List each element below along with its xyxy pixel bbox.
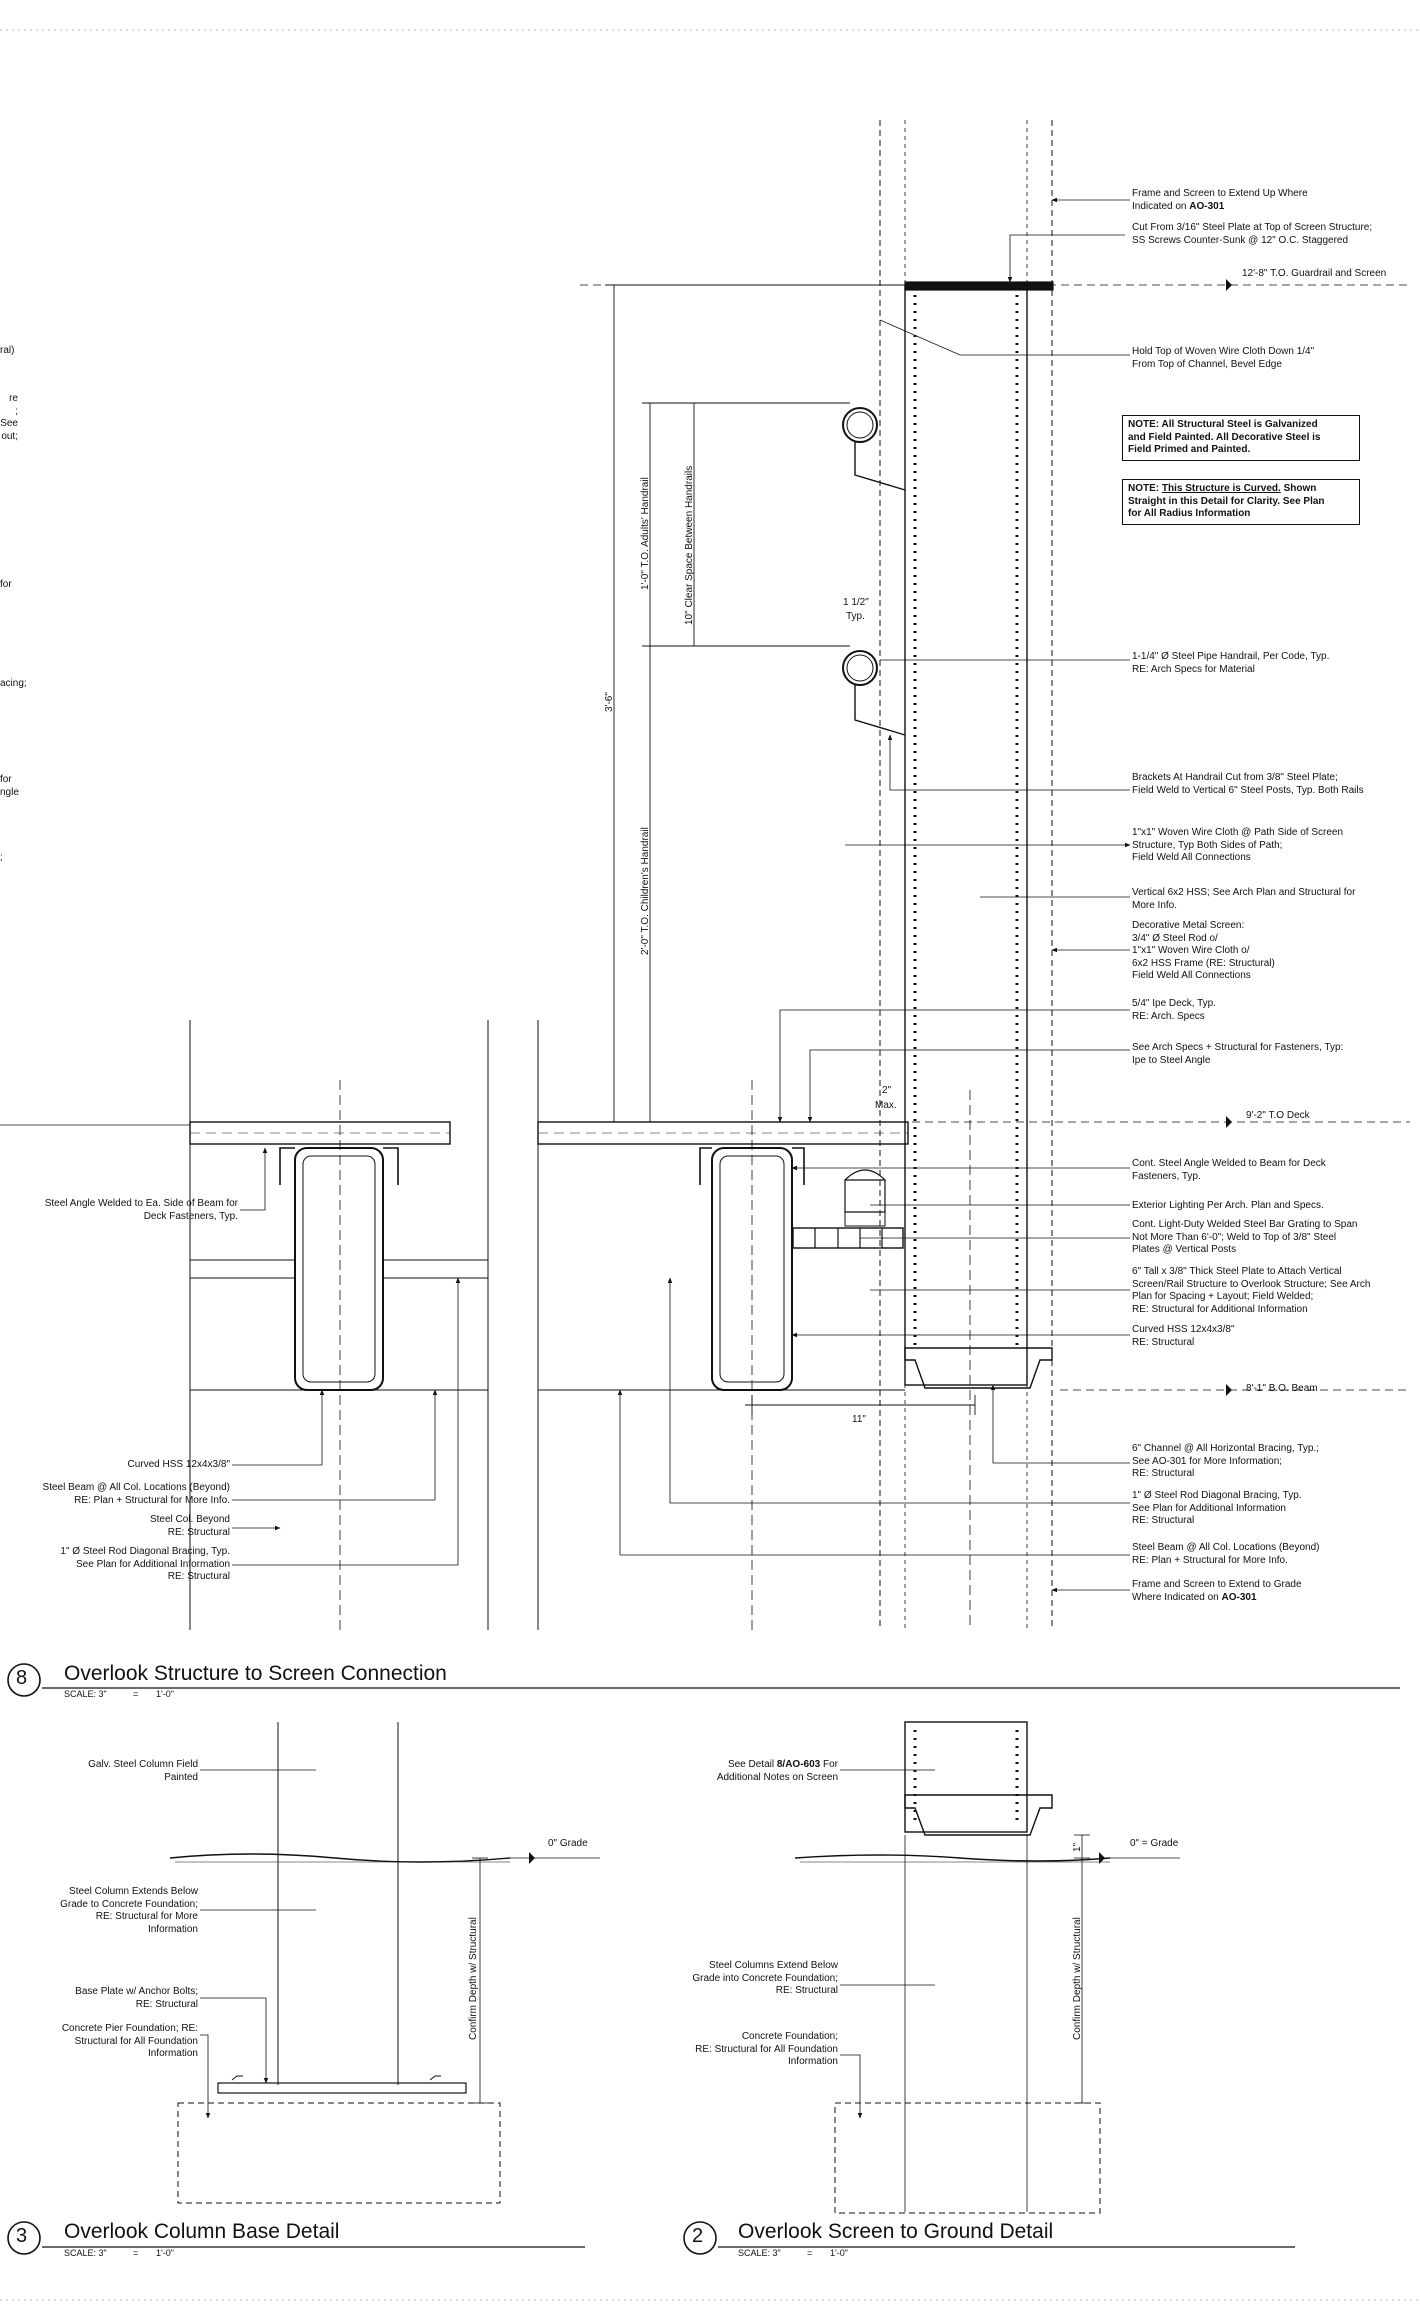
- elev-guardrail: 12'-8" T.O. Guardrail and Screen: [1242, 268, 1387, 279]
- dim-max-value: 2": [882, 1085, 892, 1096]
- detail-2-scale-eq: =: [807, 2248, 813, 2258]
- detail-3-geometry: [169, 1722, 511, 2204]
- note-fragment-6: ;: [0, 852, 3, 863]
- note-fragment-4: acing;: [0, 678, 27, 689]
- note-rod-bracing-left: 1" Ø Steel Rod Diagonal Bracing, Typ. Se…: [60, 1546, 230, 1582]
- leader-lines-right: [617, 197, 1131, 1593]
- detail-2-title: Overlook Screen to Ground Detail: [738, 2220, 1054, 2243]
- d2-note-columns-below: Steel Columns Extend Below Grade into Co…: [692, 1960, 838, 1996]
- note-frame-extend-grade: Frame and Screen to Extend to Grade Wher…: [1132, 1579, 1302, 1603]
- note-steel-beam-right: Steel Beam @ All Col. Locations (Beyond)…: [1132, 1542, 1320, 1566]
- note-steel-beam-left: Steel Beam @ All Col. Locations (Beyond)…: [42, 1482, 230, 1506]
- d3-note-base-plate: Base Plate w/ Anchor Bolts; RE: Structur…: [75, 1986, 198, 2010]
- note-fragment-5: for ngle: [0, 774, 19, 798]
- note-box-galvanized: NOTE: All Structural Steel is Galvanized…: [1122, 415, 1360, 461]
- detail-2-scale-label: SCALE: 3": [738, 2248, 781, 2258]
- note-fragment-3: for: [0, 579, 12, 590]
- d3-note-pier: Concrete Pier Foundation; RE: Structural…: [61, 2023, 198, 2059]
- d3-note-column-below: Steel Column Extends Below Grade to Conc…: [60, 1886, 198, 1935]
- detail-8-bubble: [7, 1663, 41, 1697]
- note-angle-welded: Steel Angle Welded to Ea. Side of Beam f…: [44, 1198, 238, 1222]
- note-steel-plate: 6" Tall x 3/8" Thick Steel Plate to Atta…: [1132, 1266, 1371, 1315]
- note-decorative-screen: Decorative Metal Screen: 3/4" Ø Steel Ro…: [1132, 920, 1275, 981]
- leader-lines-d3: [200, 1769, 316, 2119]
- note-rod-bracing-right: 1" Ø Steel Rod Diagonal Bracing, Typ. Se…: [1132, 1490, 1302, 1526]
- note-ipe-deck: 5/4" Ipe Deck, Typ. RE: Arch. Specs: [1132, 998, 1216, 1022]
- note-fragment-2: re ; See out;: [0, 393, 18, 442]
- note-cont-angle: Cont. Steel Angle Welded to Beam for Dec…: [1132, 1158, 1326, 1182]
- note-handrail: 1-1/4" Ø Steel Pipe Handrail, Per Code, …: [1132, 651, 1330, 675]
- elev-grade-right: 0" = Grade: [1130, 1838, 1179, 1849]
- detail-8-scale-eq: =: [133, 1689, 139, 1699]
- dim-typ-label: Typ.: [846, 611, 865, 622]
- note-curved-hss-right: Curved HSS 12x4x3/8" RE: Structural: [1132, 1324, 1235, 1348]
- note-steel-col: Steel Col. Beyond RE: Structural: [149, 1514, 230, 1538]
- dim-clear-label: 10" Clear Space Between Handrails: [684, 466, 695, 625]
- dim-offset-label: 11": [852, 1414, 866, 1425]
- elev-deck: 9'-2" T.O Deck: [1246, 1110, 1310, 1121]
- detail-3-number: 3: [16, 2225, 28, 2247]
- d2-note-foundation: Concrete Foundation; RE: Structural for …: [695, 2031, 838, 2067]
- detail-8-title: Overlook Structure to Screen Connection: [64, 1662, 447, 1685]
- note-fragment-1: ral): [0, 345, 15, 356]
- detail-2-number: 2: [692, 2225, 704, 2247]
- note-box-curved: NOTE: This Structure is Curved. Shown St…: [1122, 479, 1360, 525]
- leader-lines-left: [232, 1147, 461, 1566]
- note-grating: Cont. Light-Duty Welded Steel Bar Gratin…: [1132, 1219, 1358, 1255]
- d2-note-see-detail: See Detail 8/AO-603 For Additional Notes…: [716, 1759, 838, 1783]
- d2-grade-dim: 1": [1072, 1842, 1083, 1852]
- detail-8-scale-value: 1'-0": [156, 1689, 174, 1699]
- elevation-lines: [0, 284, 1410, 1391]
- detail-2-geometry: [794, 1721, 1111, 2214]
- dimension-lines: [605, 284, 976, 1415]
- d2-confirm-depth: Confirm Depth w/ Structural: [1072, 1917, 1083, 2040]
- detail-2-bubble: [683, 2221, 717, 2255]
- detail-8-scale-label: SCALE: 3": [64, 1689, 107, 1699]
- detail-3-scale-value: 1'-0": [156, 2248, 174, 2258]
- note-cut-plate: Cut From 3/16" Steel Plate at Top of Scr…: [1132, 222, 1373, 246]
- note-hold-wire-cloth: Hold Top of Woven Wire Cloth Down 1/4" F…: [1132, 346, 1315, 370]
- detail-2-scale-value: 1'-0": [830, 2248, 848, 2258]
- note-curved-hss-left: Curved HSS 12x4x3/8": [127, 1459, 231, 1470]
- detail-3-bubble: [7, 2221, 41, 2255]
- note-lighting: Exterior Lighting Per Arch. Plan and Spe…: [1132, 1200, 1324, 1211]
- detail-3-title: Overlook Column Base Detail: [64, 2220, 340, 2243]
- d3-note-column: Galv. Steel Column Field Painted: [88, 1759, 198, 1783]
- dim-max-label: Max.: [875, 1100, 897, 1111]
- note-frame-extend-up: Frame and Screen to Extend Up Where Indi…: [1132, 188, 1308, 212]
- d3-confirm-depth: Confirm Depth w/ Structural: [468, 1917, 479, 2040]
- dim-children-label: 2'-0" T.O. Children's Handrail: [640, 827, 651, 955]
- note-fasteners: See Arch Specs + Structural for Fastener…: [1132, 1042, 1344, 1066]
- elev-grade-left: 0" Grade: [548, 1838, 588, 1849]
- dim-adults-label: 1'-0" T.O. Adults' Handrail: [640, 477, 651, 590]
- note-channel: 6" Channel @ All Horizontal Bracing, Typ…: [1132, 1443, 1319, 1479]
- detail-3-scale-label: SCALE: 3": [64, 2248, 107, 2258]
- elev-beam: 8'-1" B.O. Beam: [1246, 1383, 1318, 1394]
- note-woven-wire: 1"x1" Woven Wire Cloth @ Path Side of Sc…: [1132, 827, 1344, 863]
- note-brackets: Brackets At Handrail Cut from 3/8" Steel…: [1132, 772, 1364, 796]
- leader-lines-d2: [840, 1769, 935, 2119]
- detail-3-scale-eq: =: [133, 2248, 139, 2258]
- detail-8-number: 8: [16, 1667, 28, 1689]
- dim-overall-label: 3'-6": [604, 692, 615, 712]
- dim-typ-value: 1 1/2": [843, 597, 869, 608]
- note-vertical-hss: Vertical 6x2 HSS; See Arch Plan and Stru…: [1132, 887, 1356, 911]
